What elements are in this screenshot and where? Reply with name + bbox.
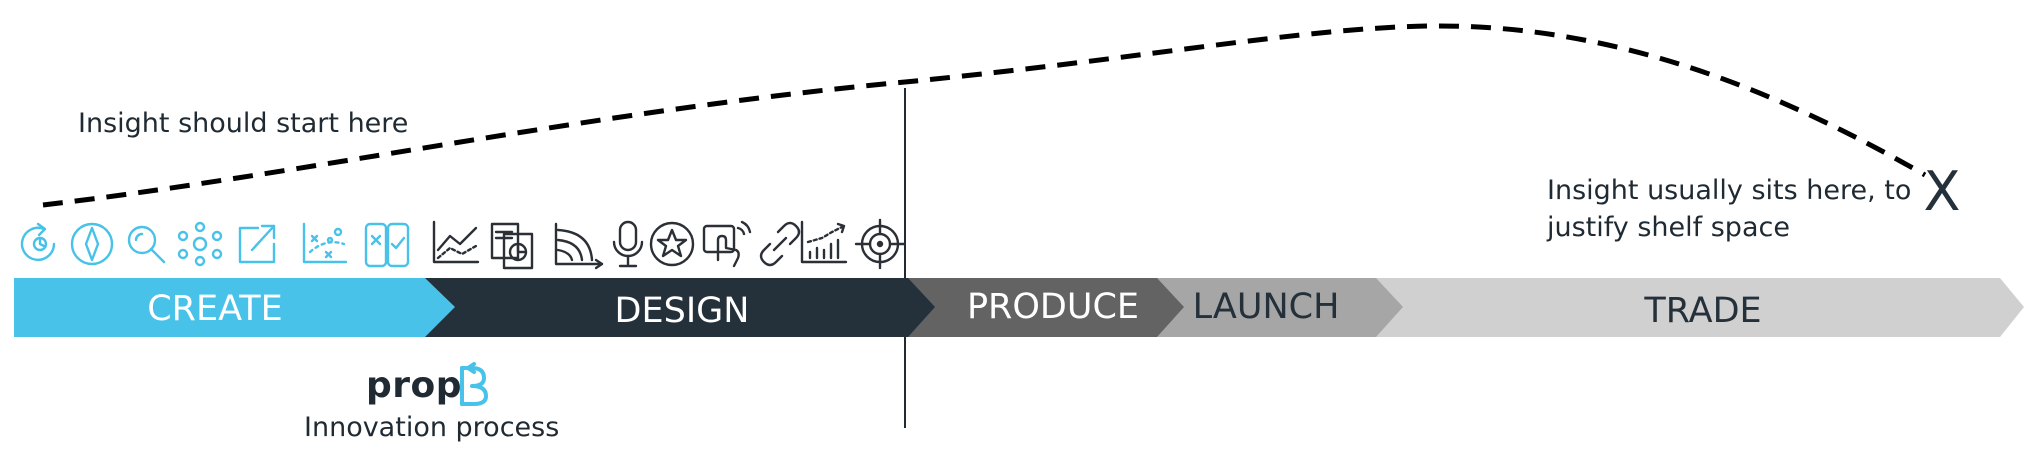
insight-end-marker: X	[1924, 160, 1961, 223]
magnifier-icon	[127, 225, 166, 264]
stage-label-trade: TRADE	[1643, 291, 1761, 331]
stage-label-produce: PRODUCE	[967, 287, 1139, 327]
refresh-cycle-icon	[20, 222, 56, 261]
compass-icon	[70, 222, 114, 266]
scatter-plot-icon	[302, 222, 348, 264]
insight-end-annotation: Insight usually sits here, to justify sh…	[1547, 172, 1911, 246]
growth-curve-icon	[554, 222, 604, 270]
stage-design-chevron	[425, 278, 935, 337]
stage-label-launch: LAUNCH	[1193, 287, 1340, 327]
stage-create-chevron	[14, 278, 455, 337]
network-icon	[177, 221, 223, 267]
insight-curve	[42, 23, 1927, 208]
bar-trend-icon	[800, 220, 848, 264]
documents-icon	[490, 222, 534, 270]
microphone-icon	[612, 220, 644, 268]
brand-logo-icon	[460, 362, 488, 406]
external-link-icon	[238, 224, 276, 264]
link-icon	[759, 221, 801, 267]
stage-label-design: DESIGN	[615, 291, 750, 331]
stage-produce-chevron	[905, 278, 1184, 337]
insight-start-annotation: Insight should start here	[78, 108, 409, 139]
touch-screen-icon	[702, 220, 752, 268]
insight-end-annotation-line1: Insight usually sits here, to	[1547, 175, 1912, 206]
brand-subtitle: Innovation process	[304, 412, 560, 443]
stage-trade-chevron	[1376, 278, 2024, 337]
insight-end-annotation-line2: justify shelf space	[1547, 212, 1790, 243]
star-badge-icon	[649, 221, 695, 267]
brand-name: propB	[366, 365, 490, 406]
stage-label-create: CREATE	[147, 289, 283, 329]
line-chart-icon	[432, 220, 480, 264]
phone-checklist-icon	[364, 222, 410, 268]
target-icon	[854, 218, 906, 270]
stage-launch-chevron	[1157, 278, 1403, 337]
